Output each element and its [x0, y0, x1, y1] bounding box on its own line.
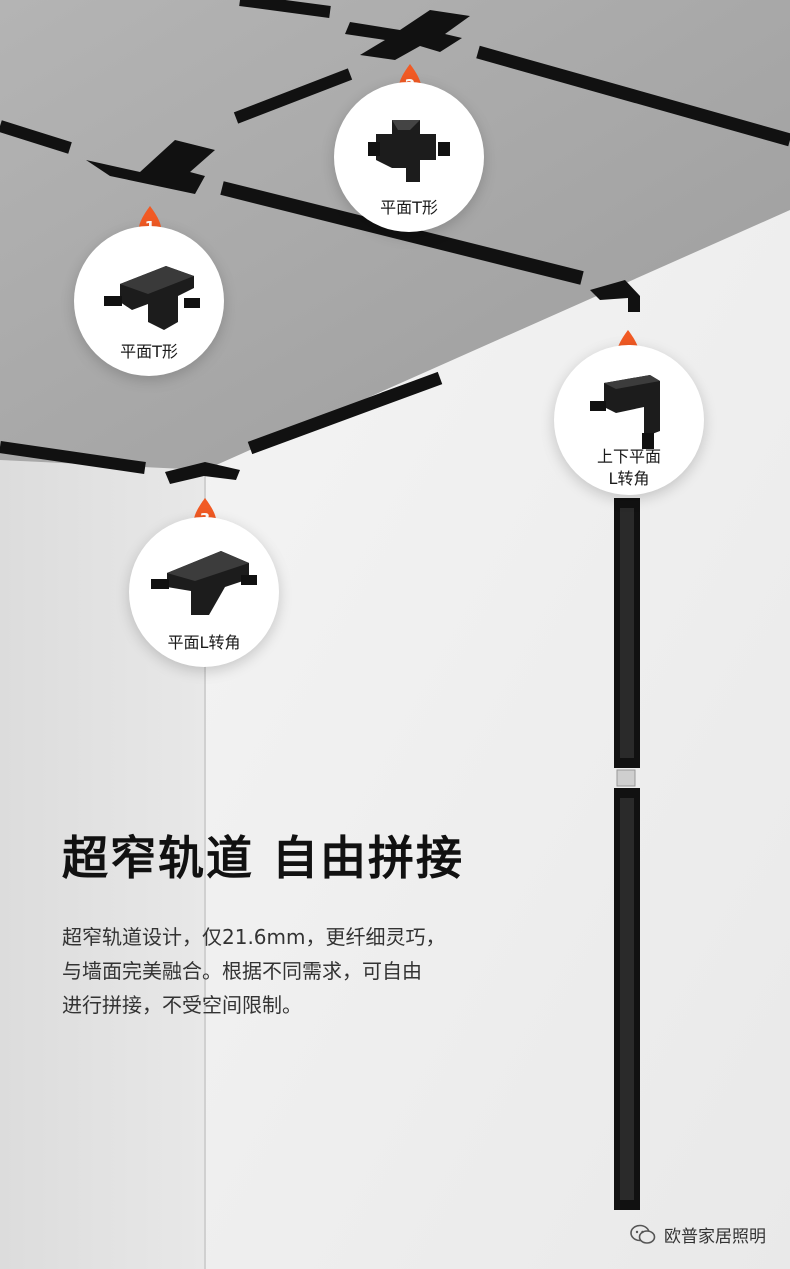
wechat-icon	[630, 1224, 656, 1244]
description-line-2: 与墙面完美融合。根据不同需求，可自由	[62, 959, 422, 983]
callout-4: 上下平面 L转角	[554, 345, 704, 495]
left-wall	[0, 460, 205, 1269]
description: 超窄轨道设计，仅21.6mm，更纤细灵巧， 与墙面完美融合。根据不同需求，可自由…	[62, 920, 522, 1022]
callout-label-4b: L转角	[608, 469, 650, 488]
l-corner-vertical-icon	[590, 375, 660, 449]
callout-2: 平面T形	[334, 82, 484, 232]
brand-watermark: 欧普家居照明	[630, 1222, 766, 1247]
callout-label-1: 平面T形	[120, 342, 178, 361]
wall-track	[614, 498, 640, 1210]
t-connector-icon	[368, 120, 450, 182]
headline: 超窄轨道 自由拼接	[62, 831, 465, 885]
callout-label-2: 平面T形	[380, 198, 438, 217]
description-line-1: 超窄轨道设计，仅21.6mm，更纤细灵巧，	[62, 925, 446, 949]
callout-3: 平面L转角	[129, 517, 279, 667]
callout-1: 平面T形	[74, 226, 224, 376]
callout-label-3: 平面L转角	[167, 633, 241, 652]
callout-label-4a: 上下平面	[596, 447, 661, 466]
brand-name: 欧普家居照明	[664, 1227, 766, 1247]
t-connector-icon	[104, 266, 200, 330]
ceiling-tracks	[0, 0, 790, 484]
description-line-3: 进行拼接，不受空间限制。	[62, 993, 302, 1017]
l-corner-icon	[151, 551, 257, 615]
